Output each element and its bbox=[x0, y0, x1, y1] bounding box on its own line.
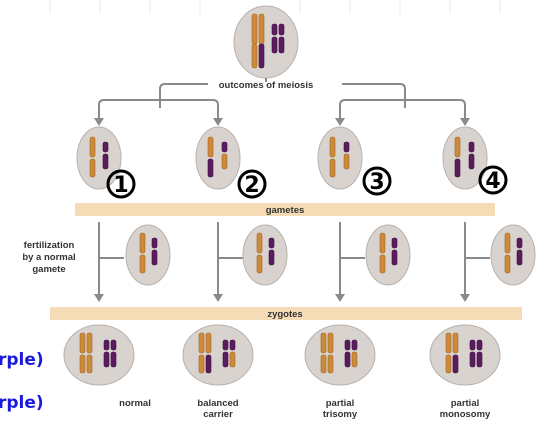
gamete-number-2: 2 bbox=[239, 171, 265, 198]
normal-gamete-2 bbox=[243, 225, 287, 285]
svg-text:2: 2 bbox=[244, 173, 259, 198]
fertilization-label: fertilization by a normal gamete bbox=[22, 240, 75, 275]
svg-text:3: 3 bbox=[369, 170, 384, 195]
zygote-label-partial-1: partial bbox=[326, 398, 355, 409]
zygote-balanced-carrier bbox=[183, 325, 253, 385]
zygote-partial-trisomy bbox=[305, 325, 375, 385]
zygotes-label: zygotes bbox=[267, 309, 302, 320]
zygote-partial-monosomy bbox=[430, 325, 500, 385]
zygote-label-partial-2: partial bbox=[451, 398, 480, 409]
gamete-3 bbox=[318, 127, 362, 189]
svg-text:gamete: gamete bbox=[32, 264, 65, 275]
svg-text:fertilization: fertilization bbox=[24, 240, 75, 251]
zygote-label-monosomy: monosomy bbox=[440, 409, 491, 420]
normal-gamete-4 bbox=[491, 225, 535, 285]
zygote-label-trisomy: trisomy bbox=[323, 409, 358, 420]
annotation-purple-1: rple) bbox=[0, 350, 44, 370]
gamete-2 bbox=[196, 127, 240, 189]
normal-gamete-3 bbox=[366, 225, 410, 285]
svg-text:4: 4 bbox=[485, 169, 500, 194]
gamete-number-4: 4 bbox=[480, 167, 506, 194]
parent-cell bbox=[234, 6, 298, 78]
normal-gamete-1 bbox=[126, 225, 170, 285]
annotation-purple-2: rple) bbox=[0, 393, 44, 413]
svg-text:by a normal: by a normal bbox=[22, 252, 75, 263]
gamete-number-3: 3 bbox=[364, 168, 390, 195]
zygote-label-balanced: balanced bbox=[197, 398, 238, 409]
gametes-label: gametes bbox=[266, 205, 305, 216]
zygote-normal bbox=[64, 325, 134, 385]
svg-text:1: 1 bbox=[113, 173, 128, 198]
zygote-label-carrier: carrier bbox=[203, 409, 233, 420]
outcomes-of-meiosis-label: outcomes of meiosis bbox=[219, 80, 314, 91]
zygote-label-normal: normal bbox=[119, 398, 151, 409]
gamete-number-1: 1 bbox=[108, 171, 134, 198]
